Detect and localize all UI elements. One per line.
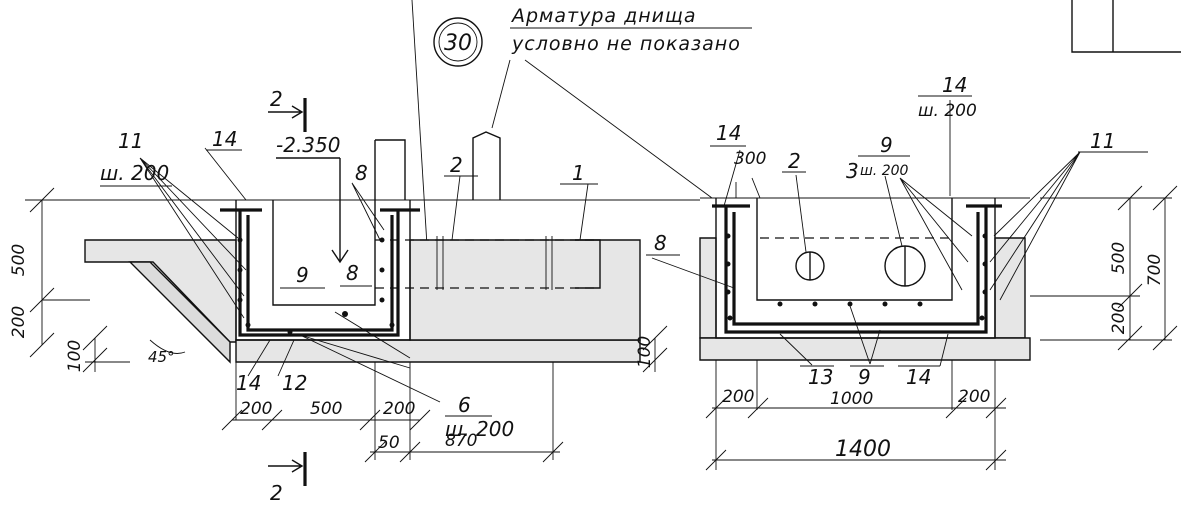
right-fill-left: [699, 237, 717, 339]
right-dim-w200b: 200: [958, 387, 990, 407]
right-rebar-cage: [712, 204, 1002, 334]
right-dim-w1400: 1400: [835, 437, 891, 462]
left-dim-w50: 50: [378, 433, 400, 453]
left-section-view: [25, 131, 700, 463]
right-fill-right: [994, 237, 1026, 339]
note-text: Арматура днища условно не показано: [510, 5, 752, 55]
title-block-fragment: [1071, 0, 1181, 53]
left-channel-wall: [235, 200, 411, 341]
right-bar13: 13: [808, 365, 833, 389]
left-rebar-cage: [220, 208, 420, 337]
left-dim-h100-right: 100: [635, 336, 655, 368]
section-mark-top-label: 2: [270, 87, 283, 111]
left-dim-w870: 870: [445, 431, 477, 451]
right-dim-h700: 700: [1145, 254, 1165, 286]
callout-30: 30: [433, 17, 483, 67]
right-dim300: 300: [734, 149, 766, 169]
left-labels: 11 ш. 200 14 -2.350 8 2 1 9 8 14 12 6 ш.…: [9, 127, 655, 453]
left-angle: 45°: [148, 348, 175, 366]
left-dim-w200b: 200: [383, 399, 415, 419]
right-bar11: 11: [1090, 129, 1115, 153]
note-line-2: условно не показано: [511, 33, 741, 55]
left-bar6-spacing: ш. 200: [445, 417, 514, 441]
left-bar2: 2: [450, 153, 463, 177]
note-line-1: Арматура днища: [510, 5, 697, 27]
right-bar3: 3: [846, 159, 859, 183]
left-fill-right: [409, 239, 641, 341]
left-bar8-mid: 8: [346, 261, 359, 285]
section-mark-bottom: 2: [268, 452, 307, 505]
right-channel-wall: [715, 198, 996, 339]
right-bar8: 8: [654, 231, 667, 255]
right-bar9: 9: [880, 133, 893, 157]
left-dim-h100: 100: [65, 340, 85, 372]
right-bar9-spacing: ш. 200: [860, 163, 909, 179]
left-bar8-top: 8: [355, 161, 368, 185]
left-bar12: 12: [282, 371, 307, 395]
left-bar6: 6: [458, 393, 471, 417]
right-labels: 14 ш. 200 14 300 2 3 9 ш. 200 11 8 13 9 …: [646, 73, 1165, 462]
right-bar14-top: 14: [942, 73, 967, 97]
left-bar11: 11: [118, 129, 143, 153]
left-slope-fill: [128, 261, 231, 364]
left-level: -2.350: [276, 133, 340, 157]
right-bar14-left: 14: [716, 121, 741, 145]
left-bar11-spacing: ш. 200: [100, 161, 169, 185]
left-bar14-top: 14: [212, 127, 237, 151]
left-top-column: [472, 131, 501, 200]
right-bar14-spacing: ш. 200: [918, 101, 977, 121]
right-dim-w200a: 200: [722, 387, 754, 407]
right-dim-h200: 200: [1109, 302, 1129, 334]
right-dim-w1000: 1000: [830, 389, 873, 409]
left-base-slab: [235, 339, 641, 363]
section-mark-bottom-label: 2: [270, 481, 283, 505]
right-dim-h500: 500: [1109, 242, 1129, 274]
left-rebar-dots: [237, 237, 395, 335]
right-section-view: [651, 100, 1178, 471]
leader-lines-top: [411, 0, 713, 263]
left-dim-h200: 200: [9, 306, 29, 338]
right-bar14-bottom: 14: [906, 365, 931, 389]
left-pipe: [375, 239, 600, 289]
left-bar9: 9: [296, 263, 309, 287]
left-dim-h500: 500: [9, 244, 29, 276]
right-rebar-dots: [725, 233, 988, 321]
left-bar1: 1: [572, 161, 585, 185]
left-dim-w200a: 200: [240, 399, 272, 419]
section-mark-top: 2: [268, 87, 307, 132]
left-bar14-bottom: 14: [236, 371, 261, 395]
left-dim-w500: 500: [310, 399, 342, 419]
callout-number: 30: [444, 31, 472, 56]
right-bar2: 2: [788, 149, 801, 173]
right-bar9-bottom: 9: [858, 365, 871, 389]
